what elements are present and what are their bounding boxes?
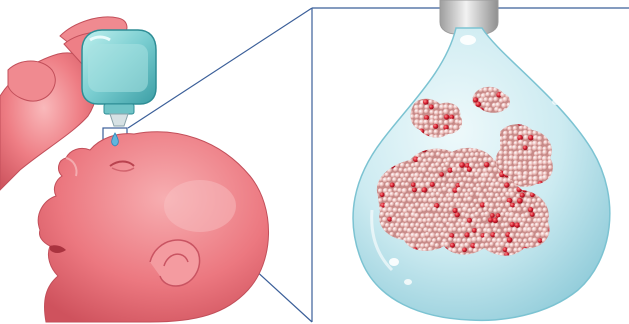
zoomed-drop [353, 0, 610, 320]
head-icon [38, 132, 268, 322]
eye-drop-bottle-icon [82, 30, 156, 126]
